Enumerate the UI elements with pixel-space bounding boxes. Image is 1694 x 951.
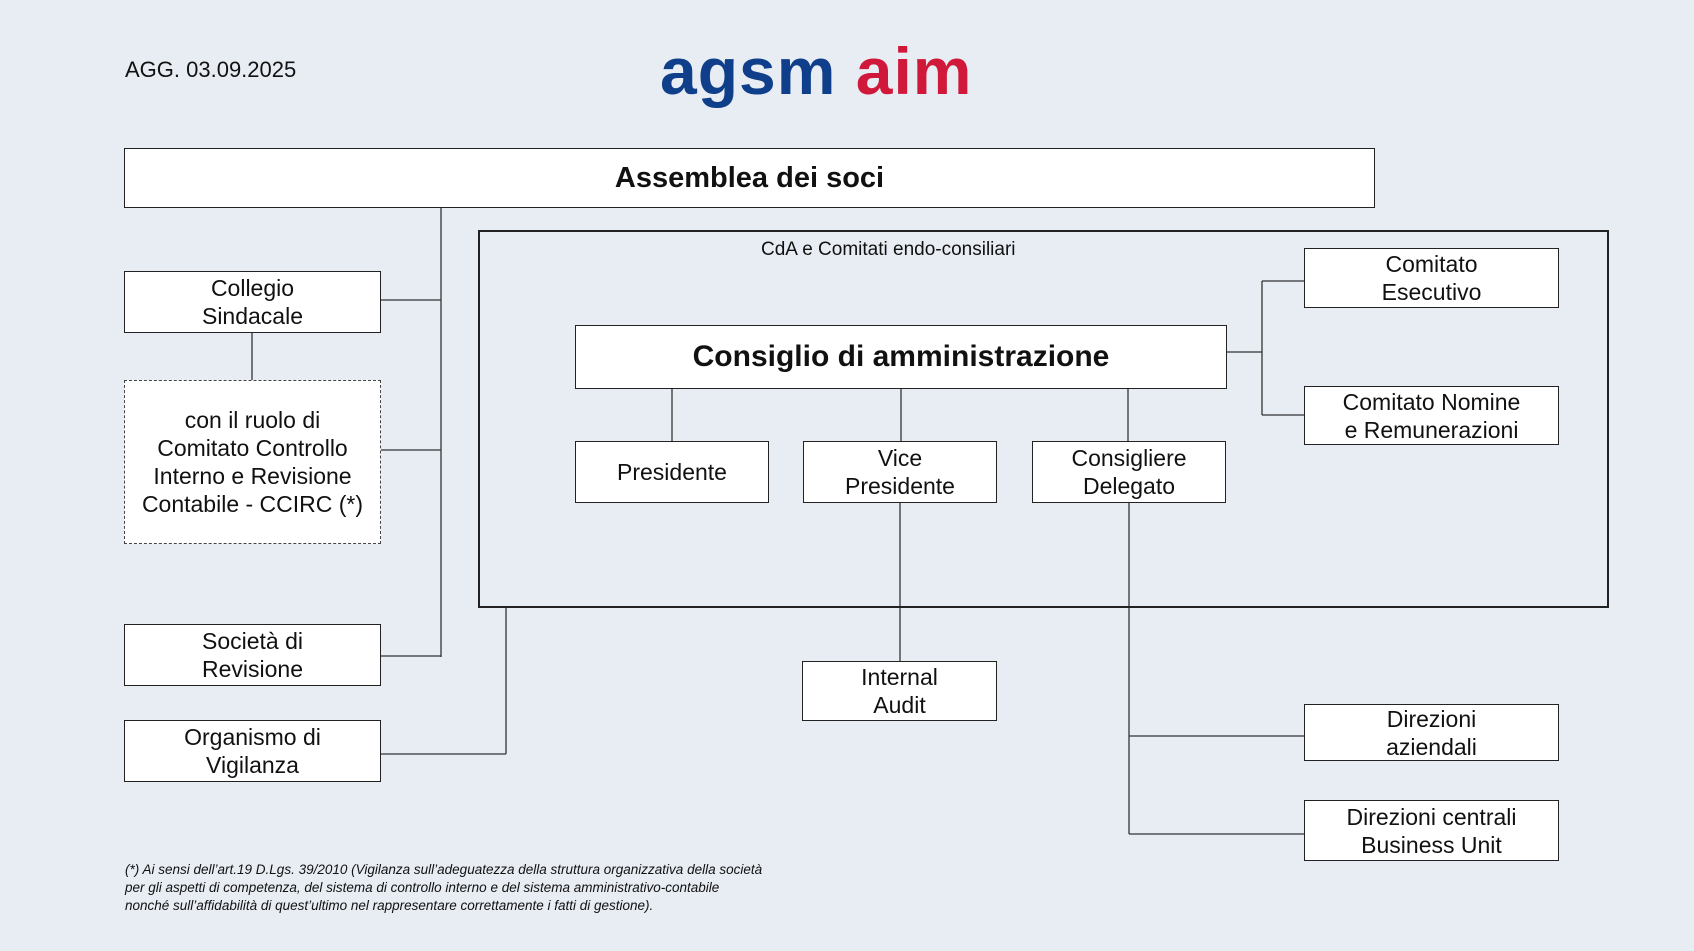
collegio-sindacale-box: Collegio Sindacale (124, 271, 381, 333)
internal-audit-box: Internal Audit (802, 661, 997, 721)
cda-frame-title: CdA e Comitati endo-consiliari (761, 239, 1016, 260)
logo-part-agsm: agsm (660, 34, 837, 108)
assemblea-soci-box: Assemblea dei soci (124, 148, 1375, 208)
logo-part-aim: aim (855, 34, 973, 108)
presidente-box: Presidente (575, 441, 769, 503)
comitato-nomine-box: Comitato Nomine e Remunerazioni (1304, 386, 1559, 445)
ccirc-box: con il ruolo di Comitato Controllo Inter… (124, 380, 381, 544)
direzioni-centrali-box: Direzioni centrali Business Unit (1304, 800, 1559, 861)
organismo-vigilanza-box: Organismo di Vigilanza (124, 720, 381, 782)
direzioni-aziendali-box: Direzioni aziendali (1304, 704, 1559, 761)
societa-revisione-box: Società di Revisione (124, 624, 381, 686)
footnote: (*) Ai sensi dell’art.19 D.Lgs. 39/2010 … (125, 862, 763, 913)
cda-box: Consiglio di amministrazione (575, 325, 1227, 389)
cda-frame (478, 230, 1609, 608)
consigliere-delegato-box: Consigliere Delegato (1032, 441, 1226, 503)
update-date: AGG. 03.09.2025 (125, 57, 297, 82)
vice-presidente-box: Vice Presidente (803, 441, 997, 503)
company-logo: agsm aim (660, 38, 973, 104)
comitato-esecutivo-box: Comitato Esecutivo (1304, 248, 1559, 308)
